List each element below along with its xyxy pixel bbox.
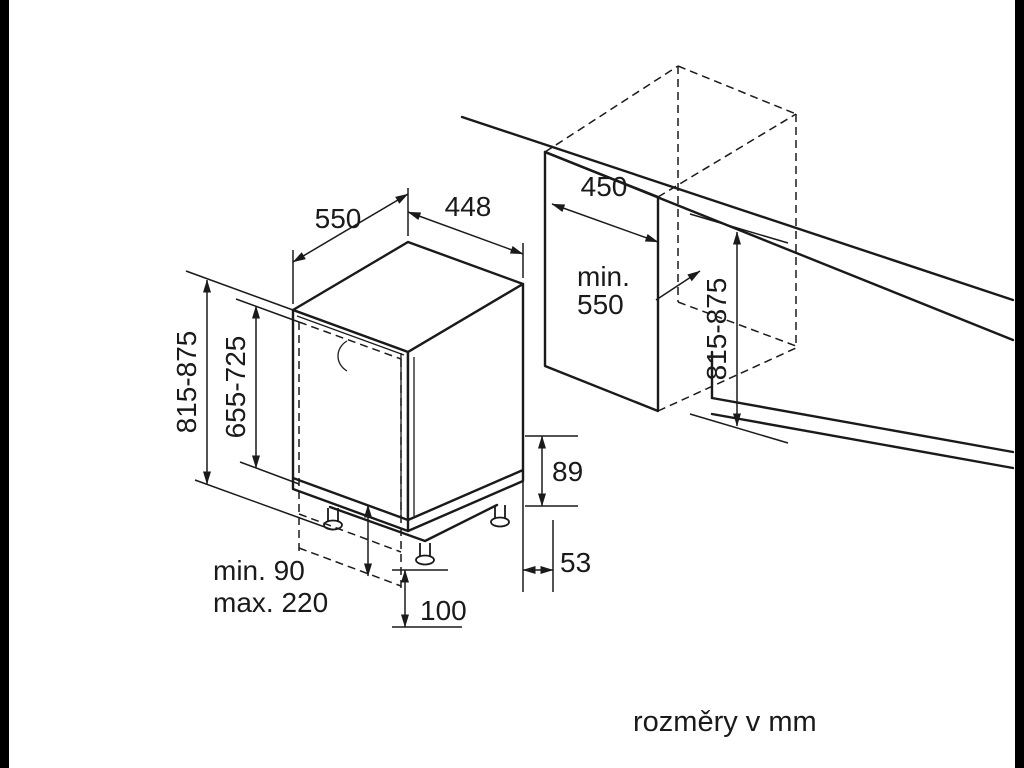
adjustable-feet [323,505,510,566]
dim-line-niche-width [551,203,659,243]
label-niche-depth-value: 550 [577,289,624,320]
label-100: 100 [420,595,467,626]
label-panel-height: 655-725 [220,336,251,439]
label-appliance-width: 448 [445,191,492,222]
door-handle-icon [337,340,348,372]
label-niche-height: 815-875 [701,278,732,381]
dimension-lines [203,193,741,628]
right-frame-bar [1015,0,1024,768]
dim-line-appliance-depth [292,193,409,263]
label-plinth-min: min. 90 [213,555,305,586]
units-caption: rozměry v mm [633,706,817,738]
dimension-labels: 550 448 450 min. 550 815-875 655-725 815… [171,171,732,626]
label-89: 89 [552,456,583,487]
dim-line-niche-depth [655,270,701,301]
label-plinth-max: max. 220 [213,587,328,618]
label-appliance-height: 815-875 [171,331,202,434]
label-niche-width: 450 [581,171,628,202]
dim-line-appliance-width [407,211,524,255]
niche-dashed-outline [544,65,797,412]
label-appliance-depth: 550 [315,203,362,234]
extension-lines [185,188,789,628]
label-niche-depth-min: min. [577,261,630,292]
dishwasher-outline [291,240,525,543]
left-frame-bar [0,0,9,768]
label-53: 53 [560,547,591,578]
